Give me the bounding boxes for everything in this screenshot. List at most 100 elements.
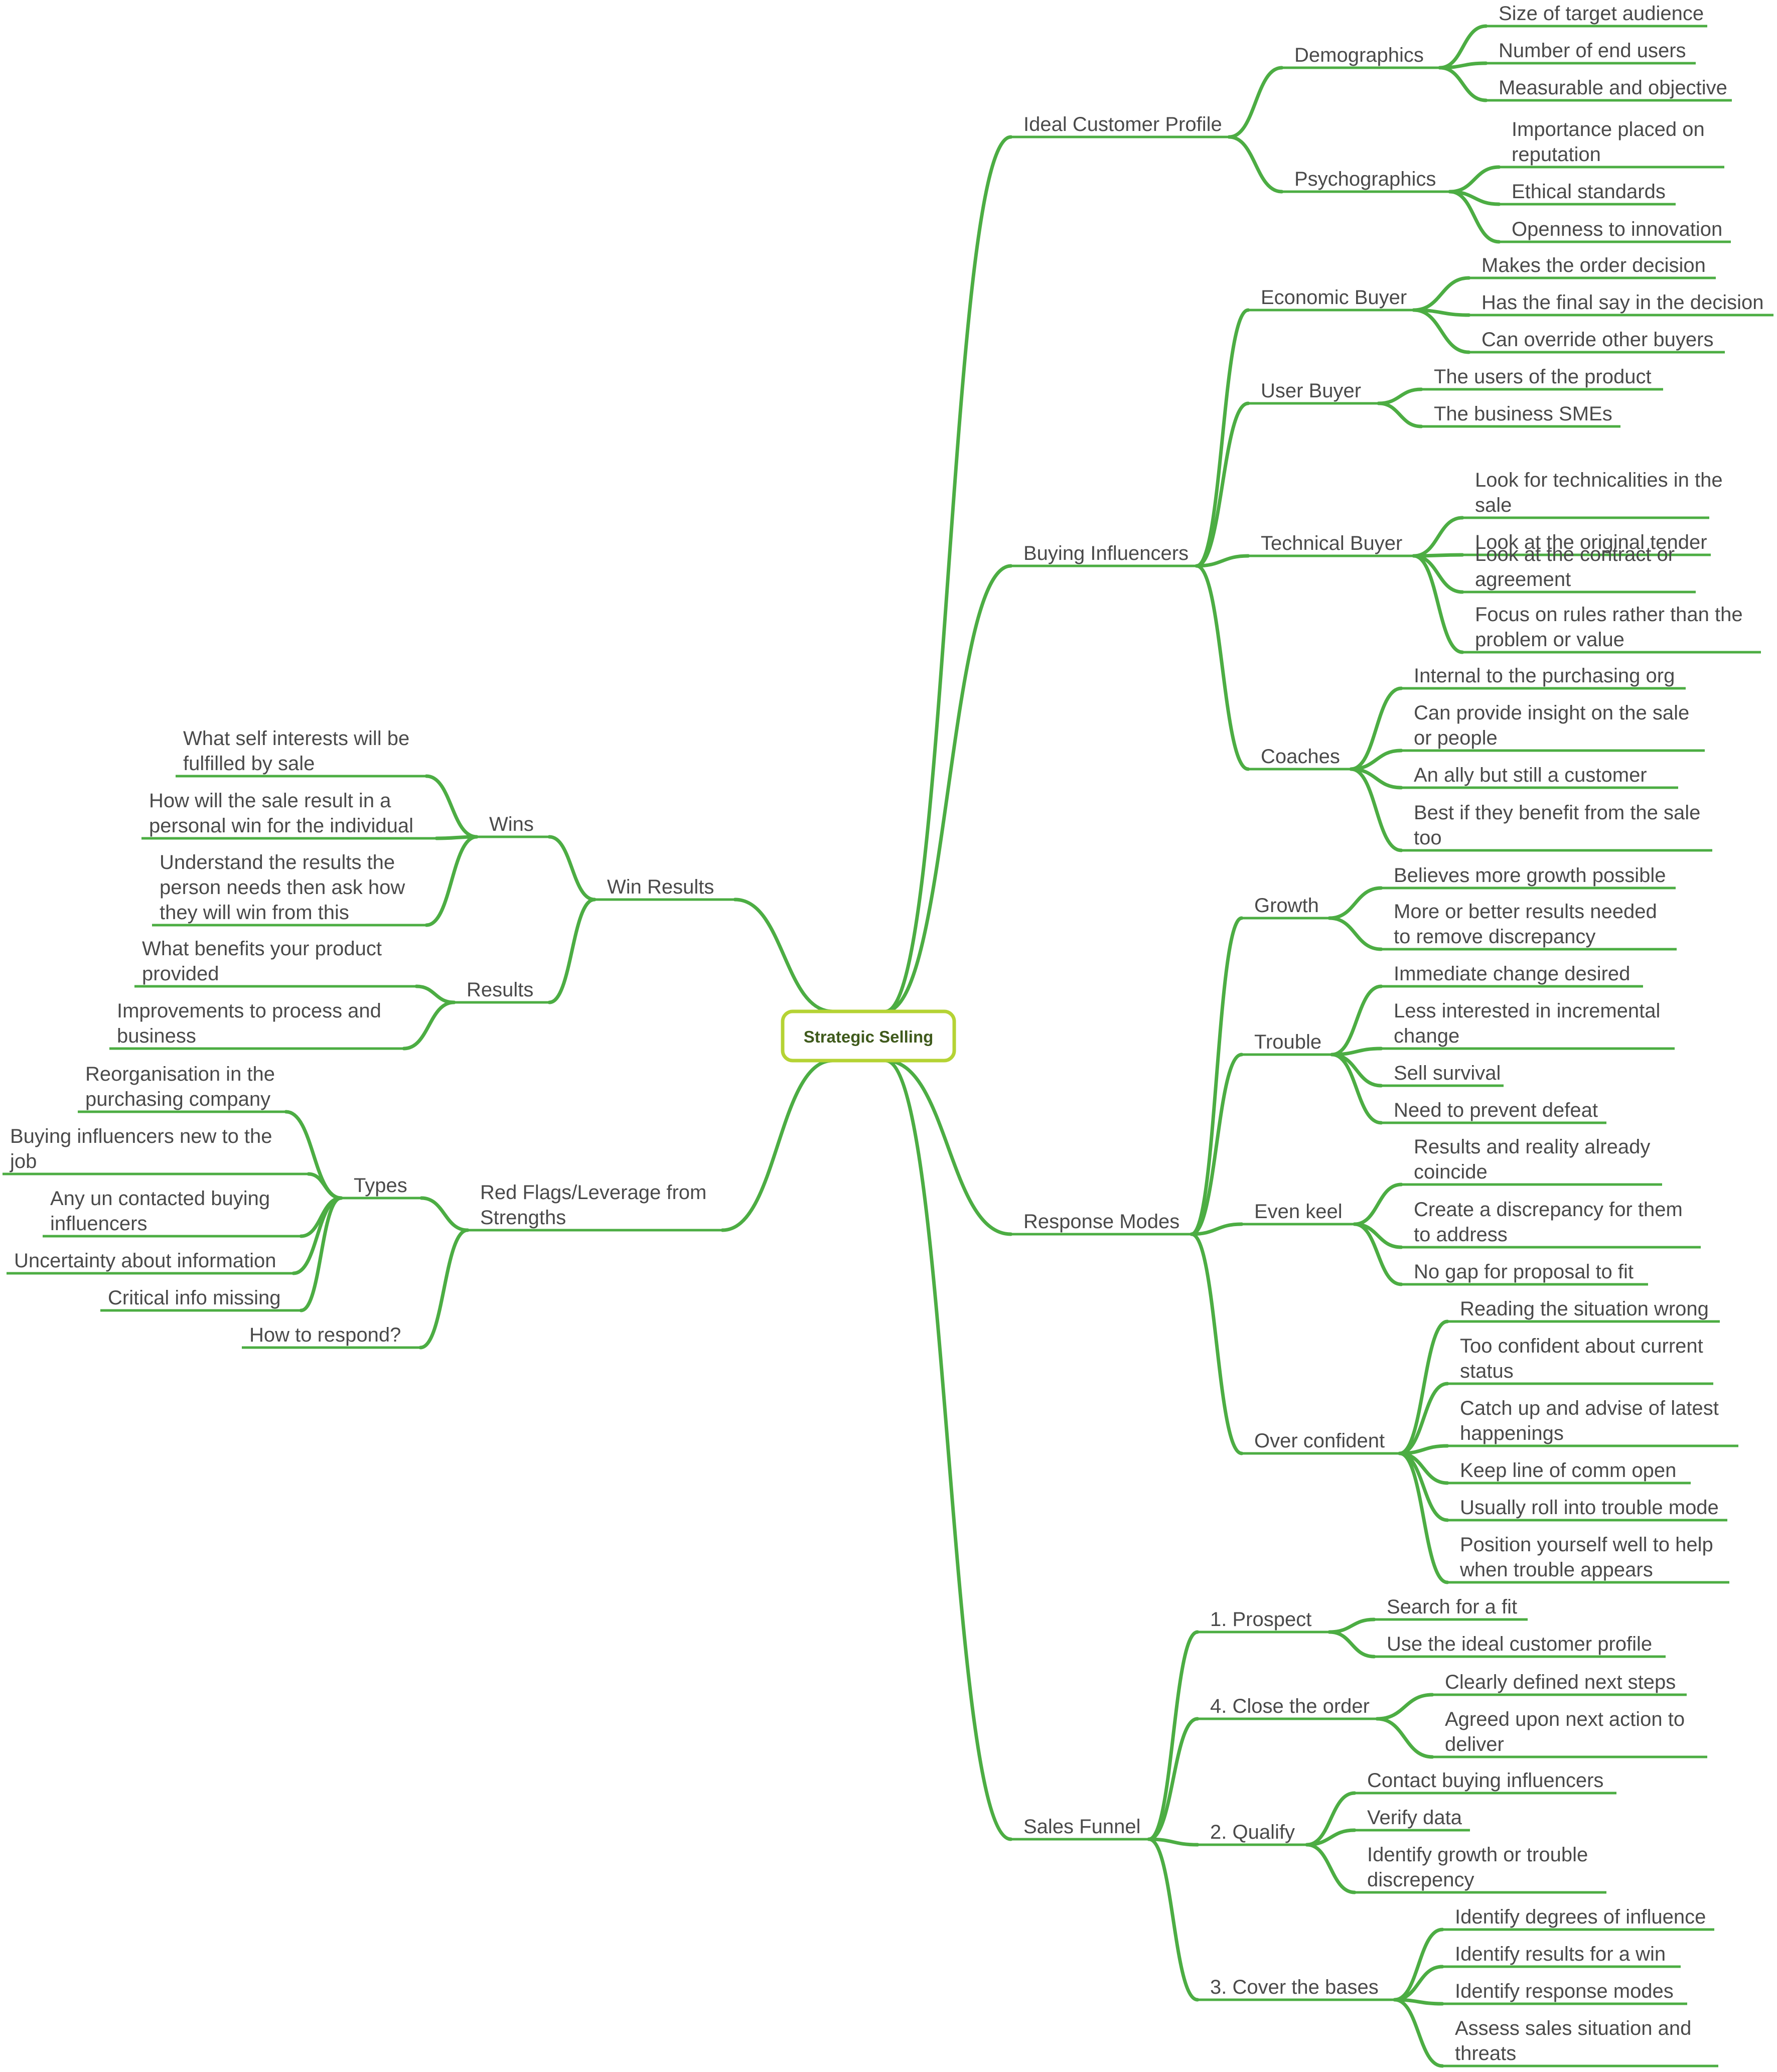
topic-oc-5[interactable]: Usually roll into trouble mode bbox=[1447, 1497, 1727, 1522]
topic-ub-2[interactable]: The business SMEs bbox=[1421, 403, 1620, 428]
topic-demo-2[interactable]: Number of end users bbox=[1486, 40, 1696, 65]
connector-psy_1 bbox=[1448, 165, 1501, 194]
connector-ty_2 bbox=[307, 1172, 343, 1200]
topic-oc-4[interactable]: Keep line of comm open bbox=[1447, 1459, 1691, 1485]
topic-tr[interactable]: Trouble bbox=[1242, 1031, 1332, 1056]
topic-label: Sales Funnel bbox=[1023, 1816, 1140, 1838]
topic-co-1[interactable]: Internal to the purchasing org bbox=[1401, 665, 1686, 690]
topic-p2-1[interactable]: Contact buying influencers bbox=[1355, 1769, 1616, 1795]
topic-p1-2[interactable]: Use the ideal customer profile bbox=[1374, 1633, 1666, 1658]
topic-p4-1[interactable]: Clearly defined next steps bbox=[1432, 1671, 1687, 1696]
topic-rm[interactable]: Response Modes bbox=[1011, 1211, 1192, 1236]
topic-p2-2[interactable]: Verify data bbox=[1355, 1807, 1470, 1832]
topic-tb-2[interactable]: Look at the original tender bbox=[1462, 531, 1711, 556]
topic-gr-1[interactable]: Believes more growth possible bbox=[1381, 864, 1676, 890]
topic-p3[interactable]: 3. Cover the bases bbox=[1198, 1976, 1395, 2001]
topic-demo[interactable]: Demographics bbox=[1282, 44, 1440, 69]
topic-eb[interactable]: Economic Buyer bbox=[1248, 286, 1414, 312]
topic-p3-3[interactable]: Identify response modes bbox=[1442, 1980, 1687, 2005]
connector-p3_2 bbox=[1393, 1965, 1444, 2002]
connector-lines bbox=[284, 24, 1501, 2068]
topic-gr[interactable]: Growth bbox=[1242, 895, 1329, 920]
topic-tr-3[interactable]: Sell survival bbox=[1381, 1062, 1504, 1087]
topic-hr[interactable]: How to respond? bbox=[242, 1324, 420, 1349]
connector-oc_1 bbox=[1398, 1319, 1449, 1455]
topic-psy-2[interactable]: Ethical standards bbox=[1499, 181, 1676, 206]
topic-ty-4[interactable]: Uncertainty about information bbox=[7, 1250, 293, 1275]
node-labels: Ideal Customer Profile Demographics Size o… bbox=[3, 3, 1773, 2067]
topic-eb-1[interactable]: Makes the order decision bbox=[1469, 254, 1716, 279]
topic-ub[interactable]: User Buyer bbox=[1248, 380, 1379, 405]
topic-psy[interactable]: Psychographics bbox=[1282, 168, 1450, 193]
topic-tb[interactable]: Technical Buyer bbox=[1248, 532, 1414, 557]
topic-p1-1[interactable]: Search for a fit bbox=[1374, 1596, 1528, 1621]
topic-label: Coaches bbox=[1261, 746, 1340, 768]
topic-oc[interactable]: Over confident bbox=[1242, 1430, 1400, 1455]
topic-p1[interactable]: 1. Prospect bbox=[1198, 1608, 1329, 1634]
topic-p3-2[interactable]: Identify results for a win bbox=[1442, 1943, 1681, 1968]
topic-label: Buying Influencers bbox=[1023, 542, 1189, 564]
topic-eb-3[interactable]: Can override other buyers bbox=[1469, 329, 1725, 354]
topic-p3-1[interactable]: Identify degrees of influence bbox=[1442, 1906, 1714, 1931]
connector-tr bbox=[1190, 1053, 1244, 1236]
topic-co-3[interactable]: An ally but still a customer bbox=[1401, 764, 1678, 789]
topic-eb-2[interactable]: Has the final say in the decision bbox=[1469, 291, 1773, 317]
topic-ty[interactable]: Types bbox=[341, 1174, 421, 1200]
topic-p4[interactable]: 4. Close the order bbox=[1198, 1695, 1377, 1720]
central-topic[interactable]: Strategic Selling bbox=[781, 1009, 956, 1063]
topic-bi[interactable]: Buying Influencers bbox=[1011, 542, 1197, 567]
topic-demo-1[interactable]: Size of target audience bbox=[1486, 3, 1707, 28]
topic-label: User Buyer bbox=[1261, 380, 1361, 402]
topic-label: Importance placed on bbox=[1512, 118, 1705, 140]
topic-icp[interactable]: Ideal Customer Profile bbox=[1011, 113, 1229, 138]
topic-co[interactable]: Coaches bbox=[1248, 746, 1351, 771]
topic-label: Has the final say in the decision bbox=[1482, 291, 1764, 314]
topic-ty-5[interactable]: Critical info missing bbox=[100, 1287, 301, 1312]
topic-demo-3[interactable]: Measurable and objective bbox=[1486, 77, 1732, 102]
topic-tr-1[interactable]: Immediate change desired bbox=[1381, 963, 1643, 988]
topic-oc-1[interactable]: Reading the situation wrong bbox=[1447, 1298, 1720, 1323]
topic-sf[interactable]: Sales Funnel bbox=[1011, 1816, 1149, 1841]
connector-tr_1 bbox=[1330, 984, 1383, 1057]
topic-label: Even keel bbox=[1254, 1201, 1343, 1223]
topic-ub-1[interactable]: The users of the product bbox=[1421, 366, 1663, 391]
topic-p2[interactable]: 2. Qualify bbox=[1198, 1821, 1307, 1846]
topic-label: Economic Buyer bbox=[1261, 286, 1407, 309]
topic-wr[interactable]: Win Results bbox=[595, 876, 735, 901]
topic-label: Buying influencers new to the bbox=[10, 1125, 272, 1147]
topic-wi[interactable]: Wins bbox=[477, 813, 549, 838]
topic-psy-3[interactable]: Openness to innovation bbox=[1499, 218, 1731, 243]
topic-ek-3[interactable]: No gap for proposal to fit bbox=[1401, 1261, 1648, 1286]
connector-re_1 bbox=[414, 984, 456, 1004]
topic-label: problem or value bbox=[1475, 629, 1624, 651]
topic-label: Immediate change desired bbox=[1394, 963, 1630, 985]
topic-ek[interactable]: Even keel bbox=[1242, 1201, 1355, 1226]
topic-tr-4[interactable]: Need to prevent defeat bbox=[1381, 1099, 1606, 1124]
topic-re[interactable]: Results bbox=[454, 979, 549, 1004]
